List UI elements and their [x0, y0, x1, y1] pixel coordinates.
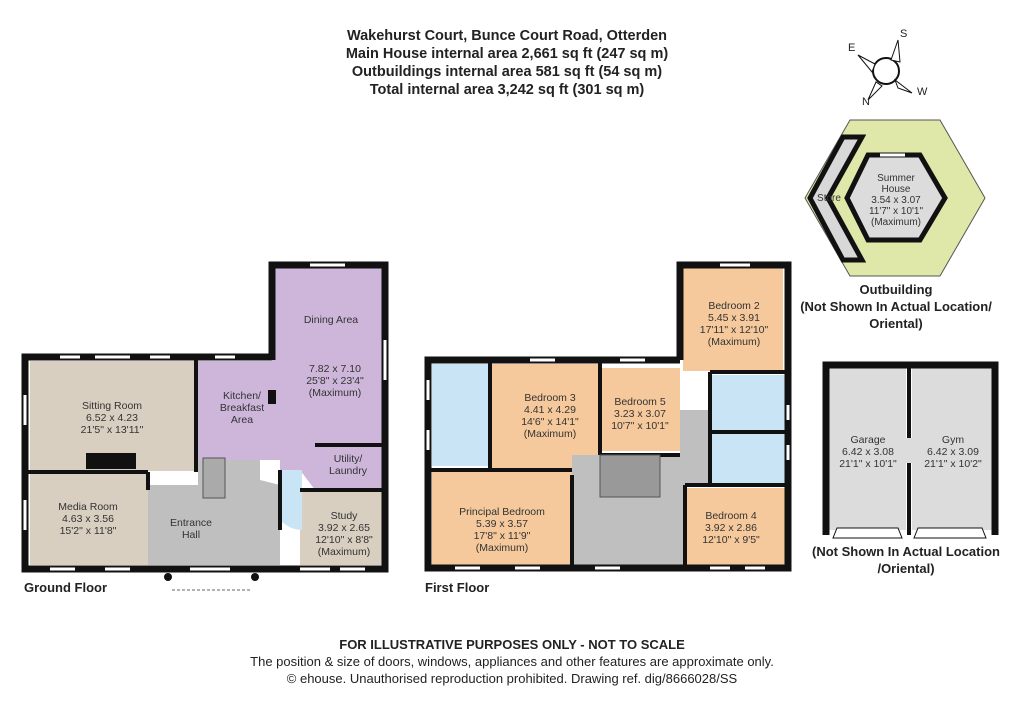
ground-floor-label: Ground Floor	[24, 580, 108, 595]
room-metric: 6.52 x 4.23	[86, 412, 138, 424]
room-imperial: 11'7" x 10'1"	[868, 206, 924, 217]
room-name: Bedroom 4	[705, 510, 757, 522]
room-metric: 3.92 x 2.86	[705, 522, 757, 534]
room-bedroom-2: Bedroom 2 5.45 x 3.91 17'11" x 12'10" (M…	[700, 300, 769, 348]
room-imperial: 14'6" x 14'1"	[521, 416, 579, 428]
room-note: (Maximum)	[523, 428, 577, 440]
header: Wakehurst Court, Bunce Court Road, Otter…	[0, 27, 1024, 99]
room-imperial: 17'8" x 11'9"	[473, 530, 531, 542]
entrance-hall-area	[148, 460, 280, 565]
room-name: Sitting Room	[81, 400, 143, 412]
room-imperial: 15'2" x 11'8"	[59, 525, 117, 537]
ensuite-area	[432, 364, 490, 466]
approximation-note: The position & size of doors, windows, a…	[250, 654, 774, 669]
media-room-area	[30, 473, 148, 565]
room-imperial: 12'10" x 8'8"	[315, 534, 373, 546]
outbuilding-label: Outbuilding	[859, 282, 933, 297]
disclaimer: FOR ILLUSTRATIVE PURPOSES ONLY - NOT TO …	[339, 637, 685, 652]
outbuildings-area: Outbuildings internal area 581 sq ft (54…	[351, 64, 663, 80]
room-imperial: 25'8" x 23'4"	[306, 375, 364, 387]
room-summer-house: Summer House 3.54 x 3.07 11'7" x 10'1" (…	[869, 173, 923, 228]
room-note: (Maximum)	[317, 546, 371, 558]
room-metric: 3.23 x 3.07	[614, 408, 666, 420]
room-note: (Maximum)	[475, 542, 529, 554]
main-area: Main House internal area 2,661 sq ft (24…	[345, 46, 669, 62]
room-study: Study 3.92 x 2.65 12'10" x 8'8" (Maximum…	[315, 510, 373, 558]
room-metric: 5.45 x 3.91	[708, 312, 760, 324]
address-title: Wakehurst Court, Bunce Court Road, Otter…	[346, 28, 668, 44]
first-floor-plan	[424, 261, 792, 572]
footer: FOR ILLUSTRATIVE PURPOSES ONLY - NOT TO …	[0, 636, 1024, 687]
garage-gym-plan	[822, 361, 999, 539]
compass-west-label: W	[917, 86, 928, 98]
room-imperial: 10'7" x 10'1"	[611, 420, 669, 432]
room-note: (Maximum)	[707, 336, 761, 348]
compass-icon	[857, 39, 913, 101]
copyright: © ehouse. Unauthorised reproduction proh…	[286, 671, 738, 686]
room-garage: Garage 6.42 x 3.08 21'1" x 10'1"	[839, 434, 897, 470]
room-bedroom-4: Bedroom 4 3.92 x 2.86 12'10" x 9'5"	[702, 510, 760, 546]
room-imperial: 21'5" x 13'11"	[80, 424, 144, 436]
room-metric: 4.63 x 3.56	[62, 513, 114, 525]
room-kitchen: Kitchen/ Breakfast Area	[219, 390, 265, 426]
room-imperial: 12'10" x 9'5"	[702, 534, 760, 546]
room-imperial: 21'1" x 10'1"	[839, 458, 897, 470]
room-dining-area-title: Dining Area	[303, 314, 359, 326]
room-principal-bedroom: Principal Bedroom 5.39 x 3.57 17'8" x 11…	[459, 506, 545, 554]
study-area	[300, 492, 382, 565]
bedroom-5-area	[600, 368, 680, 451]
room-note: (Maximum)	[870, 217, 921, 228]
principal-bedroom-area	[432, 470, 572, 565]
room-entrance-hall: Entrance Hall	[169, 517, 213, 541]
wc-area	[280, 470, 302, 530]
room-name: Study	[330, 510, 358, 522]
bedroom-4-area	[685, 488, 785, 565]
first-floor-label: First Floor	[425, 580, 490, 595]
room-gym: Gym 6.42 x 3.09 21'1" x 10'2"	[924, 434, 982, 470]
room-metric: 3.54 x 3.07	[871, 195, 921, 206]
compass-north-label: N	[862, 96, 870, 108]
room-metric: 3.92 x 2.65	[318, 522, 370, 534]
room-imperial: 17'11" x 12'10"	[699, 324, 769, 336]
room-name: Summer House	[877, 173, 915, 195]
room-name: Gym	[941, 434, 965, 446]
room-metric: 4.41 x 4.29	[524, 404, 576, 416]
room-name: Bedroom 2	[708, 300, 760, 312]
total-area: Total internal area 3,242 sq ft (301 sq …	[369, 82, 645, 98]
room-name: Garage	[850, 434, 886, 446]
room-dining-area: 7.82 x 7.10 25'8" x 23'4" (Maximum)	[306, 363, 364, 399]
outbuilding-location-note: (Not Shown In Actual Location/ Oriental)	[800, 299, 992, 331]
room-note: (Maximum)	[308, 387, 362, 399]
room-metric: 5.39 x 3.57	[476, 518, 528, 530]
ground-floor-plan	[21, 261, 389, 591]
room-metric: 6.42 x 3.08	[842, 446, 894, 458]
room-name: Media Room	[58, 501, 118, 513]
kitchen-dining-area	[198, 268, 382, 490]
room-name: Principal Bedroom	[459, 506, 545, 518]
room-name: Bedroom 5	[614, 396, 666, 408]
room-media-room: Media Room 4.63 x 3.56 15'2" x 11'8"	[58, 501, 118, 537]
room-utility: Utility/ Laundry	[329, 453, 367, 477]
compass-south-label: S	[900, 28, 908, 40]
room-metric: 6.42 x 3.09	[927, 446, 979, 458]
bedroom-2-area	[683, 268, 783, 371]
room-metric: 7.82 x 7.10	[309, 363, 361, 375]
room-bedroom-3: Bedroom 3 4.41 x 4.29 14'6" x 14'1" (Max…	[521, 392, 579, 440]
room-imperial: 21'1" x 10'2"	[924, 458, 982, 470]
room-sitting-room: Sitting Room 6.52 x 4.23 21'5" x 13'11"	[81, 400, 144, 436]
compass-east-label: E	[848, 42, 856, 54]
garage-location-note: (Not Shown In Actual Location /Oriental)	[811, 544, 1000, 576]
room-name: Bedroom 3	[524, 392, 576, 404]
sitting-room-area	[30, 361, 195, 471]
outbuilding-plan	[804, 119, 986, 277]
room-store: Store	[817, 193, 841, 204]
room-bedroom-5: Bedroom 5 3.23 x 3.07 10'7" x 10'1"	[611, 396, 669, 432]
